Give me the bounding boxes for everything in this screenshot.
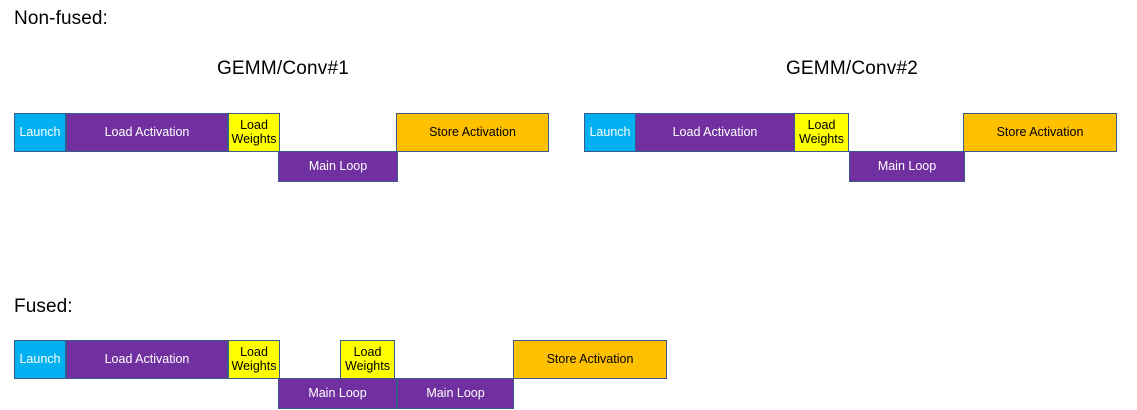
nonfused-bar-load-weights-7: Load Weights (794, 113, 849, 152)
nonfused-bar-load-activation-6: Load Activation (635, 113, 795, 152)
fused-section-label: Fused: (14, 296, 73, 317)
nonfused-bar-launch-0: Launch (14, 113, 66, 152)
nonfused-bar-load-activation-1: Load Activation (66, 113, 228, 152)
fused-bar-launch-0: Launch (14, 340, 66, 379)
nonfused-bar-store-activation-4: Store Activation (396, 113, 549, 152)
nonfused-section-label: Non-fused: (14, 8, 108, 29)
fused-bar-load-weights-2: Load Weights (228, 340, 280, 379)
kernel-title-1: GEMM/Conv#1 (216, 58, 350, 79)
nonfused-bar-load-weights-2: Load Weights (228, 113, 280, 152)
nonfused-bar-main-loop-8: Main Loop (849, 151, 965, 182)
fused-bar-main-loop-5: Main Loop (397, 378, 514, 409)
nonfused-bar-launch-5: Launch (584, 113, 636, 152)
kernel-title-2: GEMM/Conv#2 (785, 58, 919, 79)
nonfused-bar-store-activation-9: Store Activation (963, 113, 1117, 152)
fused-bar-main-loop-3: Main Loop (278, 378, 397, 409)
nonfused-bar-main-loop-3: Main Loop (278, 151, 398, 182)
fused-bar-store-activation-6: Store Activation (513, 340, 667, 379)
fused-bar-load-weights-4: Load Weights (340, 340, 395, 379)
fused-bar-load-activation-1: Load Activation (66, 340, 228, 379)
